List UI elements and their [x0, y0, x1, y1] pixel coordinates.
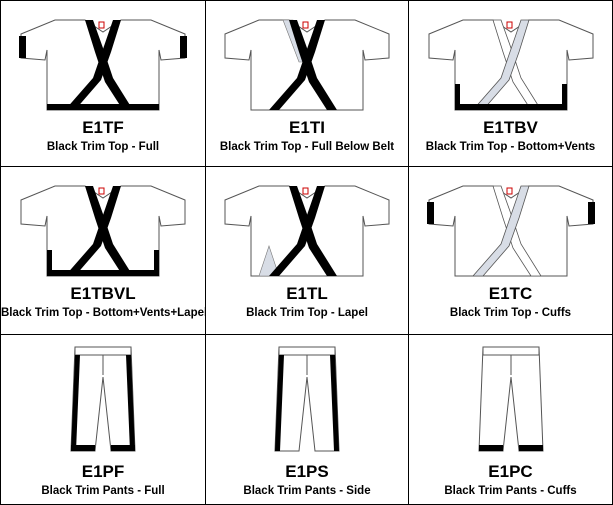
product-code: E1PF — [81, 462, 125, 481]
product-code: E1TL — [286, 284, 328, 303]
product-card-e1tf[interactable]: E1TF Black Trim Top - Full — [1, 1, 206, 167]
uniform-top-bottom-vents-lapel-image — [20, 185, 186, 277]
product-description: Black Trim Pants - Cuffs — [444, 485, 577, 497]
product-code: E1TI — [289, 118, 325, 137]
pants-cuffs-trim-image — [477, 346, 544, 452]
product-card-e1pc[interactable]: E1PC Black Trim Pants - Cuffs — [409, 335, 612, 504]
product-code: E1PS — [285, 462, 329, 481]
product-code: E1TBVL — [70, 284, 136, 303]
product-code: E1PC — [488, 462, 533, 481]
product-description: Black Trim Top - Bottom+Vents — [425, 141, 596, 153]
product-code: E1TC — [488, 284, 533, 303]
product-description: Black Trim Top - Bottom+Vents+Lapel — [1, 307, 206, 319]
product-card-e1tbvl[interactable]: E1TBVL Black Trim Top - Bottom+Vents+Lap… — [1, 167, 206, 335]
product-code: E1TBV — [483, 118, 538, 137]
product-card-e1ps[interactable]: E1PS Black Trim Pants - Side — [206, 335, 409, 504]
product-description: Black Trim Top - Cuffs — [449, 307, 572, 319]
uniform-top-cuffs-image — [426, 185, 595, 277]
product-description: Black Trim Top - Full — [46, 141, 160, 153]
product-card-e1tbv[interactable]: E1TBV Black Trim Top - Bottom+Vents — [409, 1, 612, 167]
uniform-top-full-trim-image — [19, 19, 187, 111]
uniform-top-bottom-vents-image — [428, 19, 593, 111]
pants-side-trim-image — [274, 346, 340, 452]
product-card-e1tc[interactable]: E1TC Black Trim Top - Cuffs — [409, 167, 612, 335]
uniform-top-full-below-belt-image — [224, 19, 390, 111]
product-card-e1ti[interactable]: E1TI Black Trim Top - Full Below Belt — [206, 1, 409, 167]
pants-full-trim-image — [70, 346, 136, 452]
product-description: Black Trim Pants - Full — [41, 485, 165, 497]
product-description: Black Trim Top - Lapel — [246, 307, 368, 319]
product-card-e1pf[interactable]: E1PF Black Trim Pants - Full — [1, 335, 206, 504]
uniform-top-lapel-image — [224, 185, 390, 277]
product-card-e1tl[interactable]: E1TL Black Trim Top - Lapel — [206, 167, 409, 335]
product-code: E1TF — [82, 118, 124, 137]
product-description: Black Trim Pants - Side — [243, 485, 371, 497]
product-description: Black Trim Top - Full Below Belt — [219, 141, 395, 153]
